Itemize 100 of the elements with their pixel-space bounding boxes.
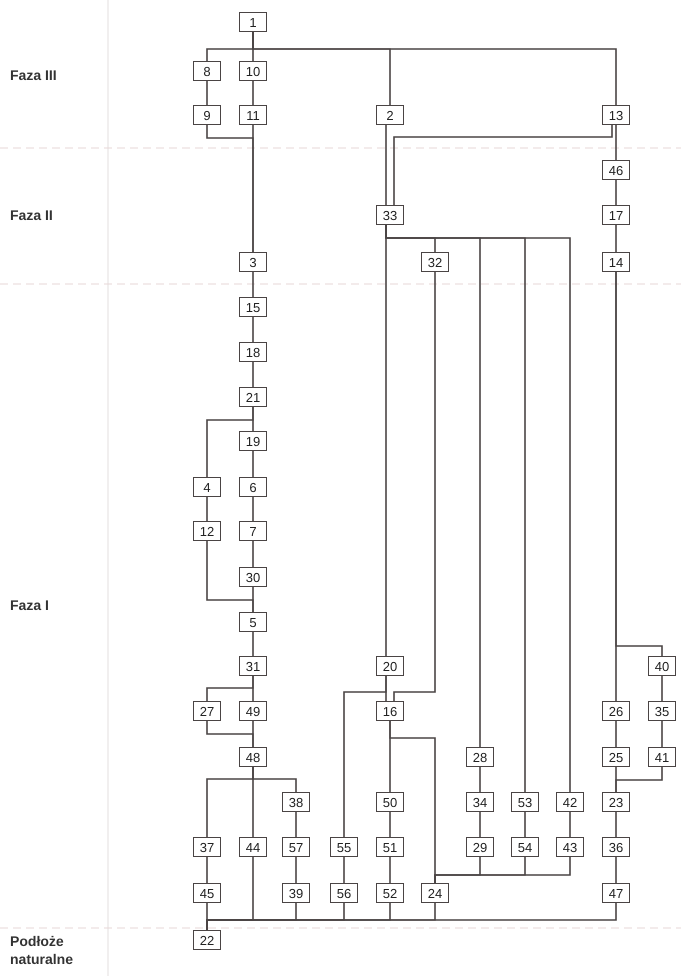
context-box: 43 (556, 837, 584, 857)
connector-line (206, 857, 208, 883)
phase-label: Faza I (10, 596, 50, 614)
context-box: 56 (330, 883, 358, 903)
context-box: 13 (602, 105, 630, 125)
context-box: 30 (239, 567, 267, 587)
context-box: 55 (330, 837, 358, 857)
connector-line (479, 767, 481, 792)
context-box: 1 (239, 12, 267, 32)
context-box: 26 (602, 701, 630, 721)
connector-line (252, 81, 254, 105)
connector-line (615, 125, 617, 160)
context-box: 17 (602, 205, 630, 225)
connector-line (252, 676, 254, 701)
context-box: 9 (193, 105, 221, 125)
context-box: 35 (648, 701, 676, 721)
connector-line (385, 125, 387, 205)
context-box: 32 (421, 252, 449, 272)
context-box: 57 (282, 837, 310, 857)
context-box: 12 (193, 521, 221, 541)
connector-line (615, 721, 617, 747)
context-box: 37 (193, 837, 221, 857)
context-box: 14 (602, 252, 630, 272)
connector-line (343, 857, 345, 883)
context-box: 4 (193, 477, 221, 497)
context-box: 53 (511, 792, 539, 812)
context-box: 22 (193, 930, 221, 950)
context-box: 29 (466, 837, 494, 857)
connector-line (252, 32, 617, 105)
context-box: 44 (239, 837, 267, 857)
context-box: 51 (376, 837, 404, 857)
connector-line (393, 272, 436, 701)
connector-line (206, 81, 208, 105)
context-box: 23 (602, 792, 630, 812)
context-box: 21 (239, 387, 267, 407)
connector-line (295, 857, 297, 883)
context-box: 39 (282, 883, 310, 903)
context-box: 5 (239, 612, 267, 632)
context-box: 24 (421, 883, 449, 903)
connector-line (615, 812, 617, 837)
connector-line (252, 541, 254, 567)
context-box: 48 (239, 747, 267, 767)
phase-label: Faza II (10, 206, 54, 224)
context-box: 33 (376, 205, 404, 225)
context-box: 3 (239, 252, 267, 272)
context-box: 40 (648, 656, 676, 676)
connector-line (252, 497, 254, 521)
connector-line (615, 767, 663, 792)
connector-line (206, 407, 254, 477)
connector-line (295, 812, 297, 837)
context-box: 27 (193, 701, 221, 721)
context-box: 54 (511, 837, 539, 857)
connector-line (252, 362, 254, 387)
connector-line (615, 225, 617, 252)
context-box: 15 (239, 297, 267, 317)
context-box: 49 (239, 701, 267, 721)
context-box: 28 (466, 747, 494, 767)
context-box: 2 (376, 105, 404, 125)
context-box: 34 (466, 792, 494, 812)
context-box: 10 (239, 61, 267, 81)
context-box: 47 (602, 883, 630, 903)
connector-line (252, 721, 254, 747)
connector-line (343, 676, 387, 837)
context-box: 36 (602, 837, 630, 857)
context-box: 6 (239, 477, 267, 497)
connector-line (206, 497, 208, 521)
connector-line (661, 676, 663, 701)
connector-line (661, 721, 663, 747)
context-box: 16 (376, 701, 404, 721)
context-box: 25 (602, 747, 630, 767)
connector-line (615, 180, 617, 205)
connector-line (569, 812, 571, 837)
connector-line (252, 767, 297, 792)
phase-label: Podłoże naturalne (10, 932, 74, 968)
context-box: 8 (193, 61, 221, 81)
context-box: 52 (376, 883, 404, 903)
context-box: 42 (556, 792, 584, 812)
context-box: 46 (602, 160, 630, 180)
context-box: 31 (239, 656, 267, 676)
context-box: 11 (239, 105, 267, 125)
connector-line (252, 317, 254, 342)
connector-line (389, 812, 391, 837)
context-box: 20 (376, 656, 404, 676)
context-box: 41 (648, 747, 676, 767)
context-box: 38 (282, 792, 310, 812)
connector-line (252, 632, 254, 656)
context-box: 50 (376, 792, 404, 812)
connector-line (252, 125, 254, 252)
connector-line (479, 812, 481, 837)
connector-line (252, 587, 254, 612)
connector-line (615, 272, 663, 656)
context-box: 7 (239, 521, 267, 541)
connector-line (524, 812, 526, 837)
connector-line (252, 272, 254, 297)
context-box: 18 (239, 342, 267, 362)
connector-line (434, 857, 571, 883)
connector-line (252, 451, 254, 477)
connector-line (393, 125, 613, 205)
connector-line (615, 857, 617, 883)
context-box: 45 (193, 883, 221, 903)
